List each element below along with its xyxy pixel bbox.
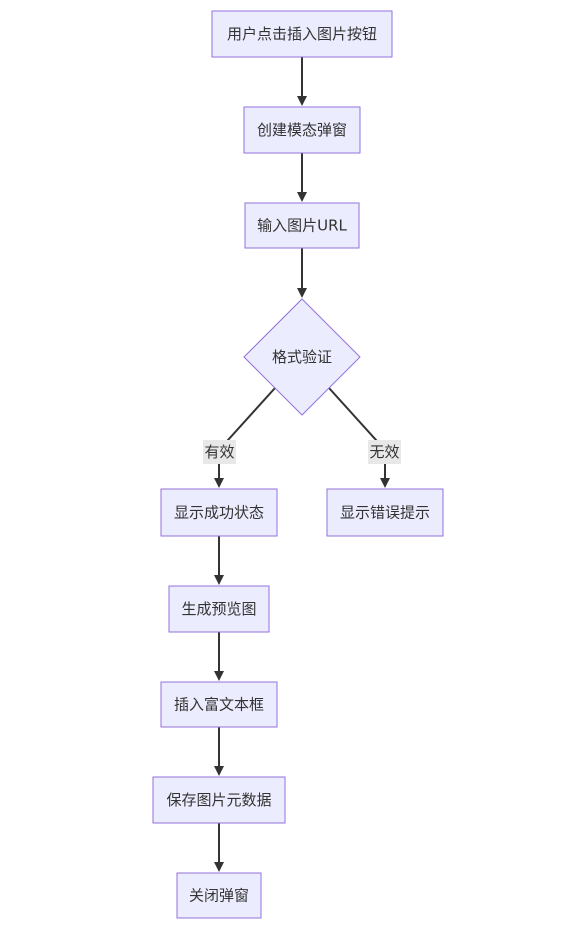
node-save-meta: 保存图片元数据: [152, 776, 286, 824]
edge-label-valid: 有效: [203, 440, 236, 464]
node-gen-preview: 生成预览图: [168, 585, 270, 633]
node-click-insert: 用户点击插入图片按钮: [211, 10, 393, 58]
node-click-insert-label: 用户点击插入图片按钮: [227, 25, 377, 43]
node-save-meta-label: 保存图片元数据: [166, 791, 271, 809]
arrowhead: [214, 766, 224, 776]
edge-validate-to-success: [218, 387, 276, 478]
node-input-url: 输入图片URL: [244, 202, 360, 249]
node-create-modal-label: 创建模态弹窗: [257, 121, 347, 139]
arrowhead: [214, 862, 224, 872]
node-show-success: 显示成功状态: [160, 488, 278, 537]
node-create-modal: 创建模态弹窗: [243, 106, 361, 154]
node-insert-rte-label: 插入富文本框: [174, 696, 264, 714]
node-gen-preview-label: 生成预览图: [181, 600, 256, 618]
arrowhead: [297, 192, 307, 202]
node-close-modal: 关闭弹窗: [176, 872, 262, 919]
arrowhead: [214, 575, 224, 585]
node-show-error: 显示错误提示: [326, 488, 444, 537]
node-validate-label: 格式验证: [272, 348, 332, 366]
node-insert-rte: 插入富文本框: [160, 681, 278, 728]
arrowhead: [380, 478, 390, 488]
arrowhead: [214, 671, 224, 681]
arrowhead: [214, 478, 224, 488]
arrowhead: [297, 96, 307, 106]
node-input-url-label: 输入图片URL: [257, 217, 347, 235]
arrowhead: [297, 288, 307, 298]
node-validate-diamond: 格式验证: [243, 298, 361, 416]
edge-validate-to-error: [328, 387, 386, 478]
edges: [214, 57, 390, 872]
edge-label-valid-text: 有效: [204, 443, 234, 461]
edge-label-invalid: 无效: [368, 440, 401, 464]
node-close-modal-label: 关闭弹窗: [189, 887, 249, 905]
node-show-success-label: 显示成功状态: [174, 504, 264, 522]
edge-label-invalid-text: 无效: [369, 443, 399, 461]
node-show-error-label: 显示错误提示: [340, 504, 430, 522]
